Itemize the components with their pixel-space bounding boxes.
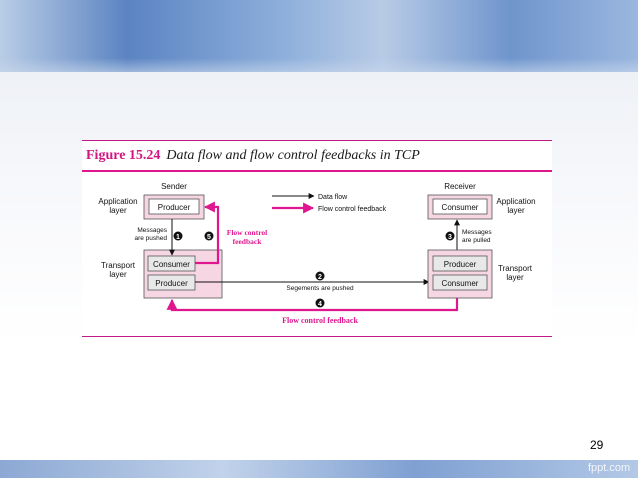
receiver-producer-label: Producer <box>444 260 477 269</box>
flow-control-feedback-4-arrow <box>166 298 459 312</box>
sender-producer-box <box>148 198 200 215</box>
flow-control-feedback-5-arrow <box>195 201 220 265</box>
flow-control-feedback-side-line2: feedback <box>233 237 263 246</box>
messages-pushed-line2: are pushed <box>134 235 167 242</box>
sender-producer2-label: Producer <box>155 279 188 288</box>
messages-pulled-line1: Messages <box>462 229 492 236</box>
receiver-producer-box <box>432 255 488 272</box>
left-transport-layer-label-line1: Transport <box>101 261 136 270</box>
figure-top-rule <box>82 140 552 141</box>
step-3-number: 3 <box>448 234 452 241</box>
receiver-consumer2-label: Consumer <box>442 279 479 288</box>
right-application-layer-label-line2: layer <box>507 206 525 215</box>
step-5-badge <box>204 231 214 241</box>
header-band-shade <box>0 58 638 72</box>
figure-number: Figure 15.24 <box>86 148 161 163</box>
sender-label: Sender <box>161 182 187 191</box>
right-application-layer-label-line1: Application <box>496 197 535 206</box>
figure-title-rule <box>82 170 552 172</box>
receiver-consumer-box <box>432 198 488 215</box>
figure-caption: Data flow and flow control feedbacks in … <box>166 148 420 163</box>
step-5-number: 5 <box>207 234 211 241</box>
right-transport-layer-label-line1: Transport <box>498 264 533 273</box>
step-1-badge <box>173 231 183 241</box>
sender-producer-label: Producer <box>158 203 191 212</box>
step-4-badge <box>315 298 325 308</box>
figure-bottom-rule <box>82 336 552 337</box>
left-transport-layer-label-line2: layer <box>109 270 127 279</box>
legend-data-flow-label: Data flow <box>318 194 348 201</box>
figure-title: Figure 15.24 Data flow and flow control f… <box>86 146 420 166</box>
flow-control-feedback-side-line1: Flow control <box>227 228 267 237</box>
segments-pushed-label: Segements are pushed <box>286 285 354 292</box>
slide-page-number: 29 <box>590 438 604 452</box>
step-2-number: 2 <box>318 274 322 281</box>
left-application-layer-label-line2: layer <box>109 206 127 215</box>
footer-band <box>0 460 638 478</box>
messages-pushed-line1: Messages <box>137 227 167 234</box>
step-2-badge <box>315 271 325 281</box>
step-1-number: 1 <box>176 234 180 241</box>
step-4-number: 4 <box>318 301 322 308</box>
flow-control-feedback-bottom-label: Flow control feedback <box>282 316 358 325</box>
brand-watermark: fppt.com <box>588 462 631 474</box>
left-application-layer-label-line1: Application <box>98 197 137 206</box>
tcp-flow-diagram: Sender Application layer Producer Transp… <box>98 182 535 325</box>
legend-feedback-label: Flow control feedback <box>318 206 387 213</box>
sender-consumer-label: Consumer <box>153 260 190 269</box>
messages-pulled-line2: are pulled <box>462 237 491 244</box>
receiver-label: Receiver <box>444 182 476 191</box>
receiver-consumer2-box <box>432 274 488 291</box>
right-transport-layer-label-line2: layer <box>506 273 524 282</box>
receiver-consumer-label: Consumer <box>442 203 479 212</box>
step-3-badge <box>445 231 455 241</box>
